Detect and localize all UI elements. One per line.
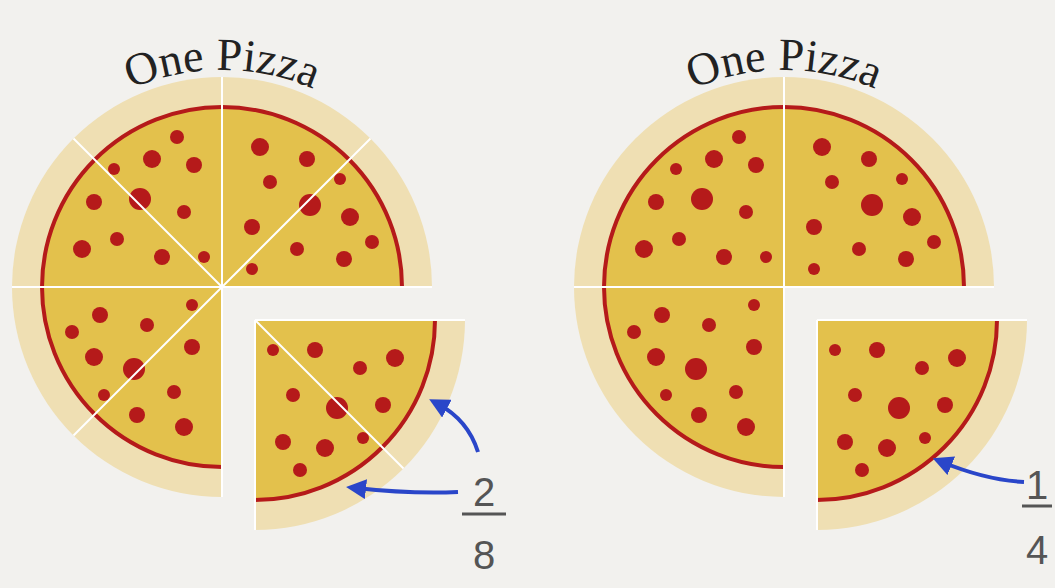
pizza-quarters xyxy=(574,77,1027,530)
fraction-bar xyxy=(462,513,506,516)
pizza-title: One Pizza xyxy=(679,29,890,98)
pointer-arrow xyxy=(942,462,1024,482)
fraction-numerator: 1 xyxy=(1026,465,1048,505)
pizza-title: One Pizza xyxy=(117,29,328,98)
pointer-arrow xyxy=(356,488,458,493)
pointer-arrow xyxy=(438,404,478,452)
pizza-title: One Pizza xyxy=(679,29,890,98)
fraction-numerator: 2 xyxy=(473,472,495,512)
pizza-eighths xyxy=(12,77,465,530)
fraction-denominator: 8 xyxy=(473,535,495,575)
pizza-title: One Pizza xyxy=(117,29,328,98)
fraction-denominator: 4 xyxy=(1026,530,1048,570)
